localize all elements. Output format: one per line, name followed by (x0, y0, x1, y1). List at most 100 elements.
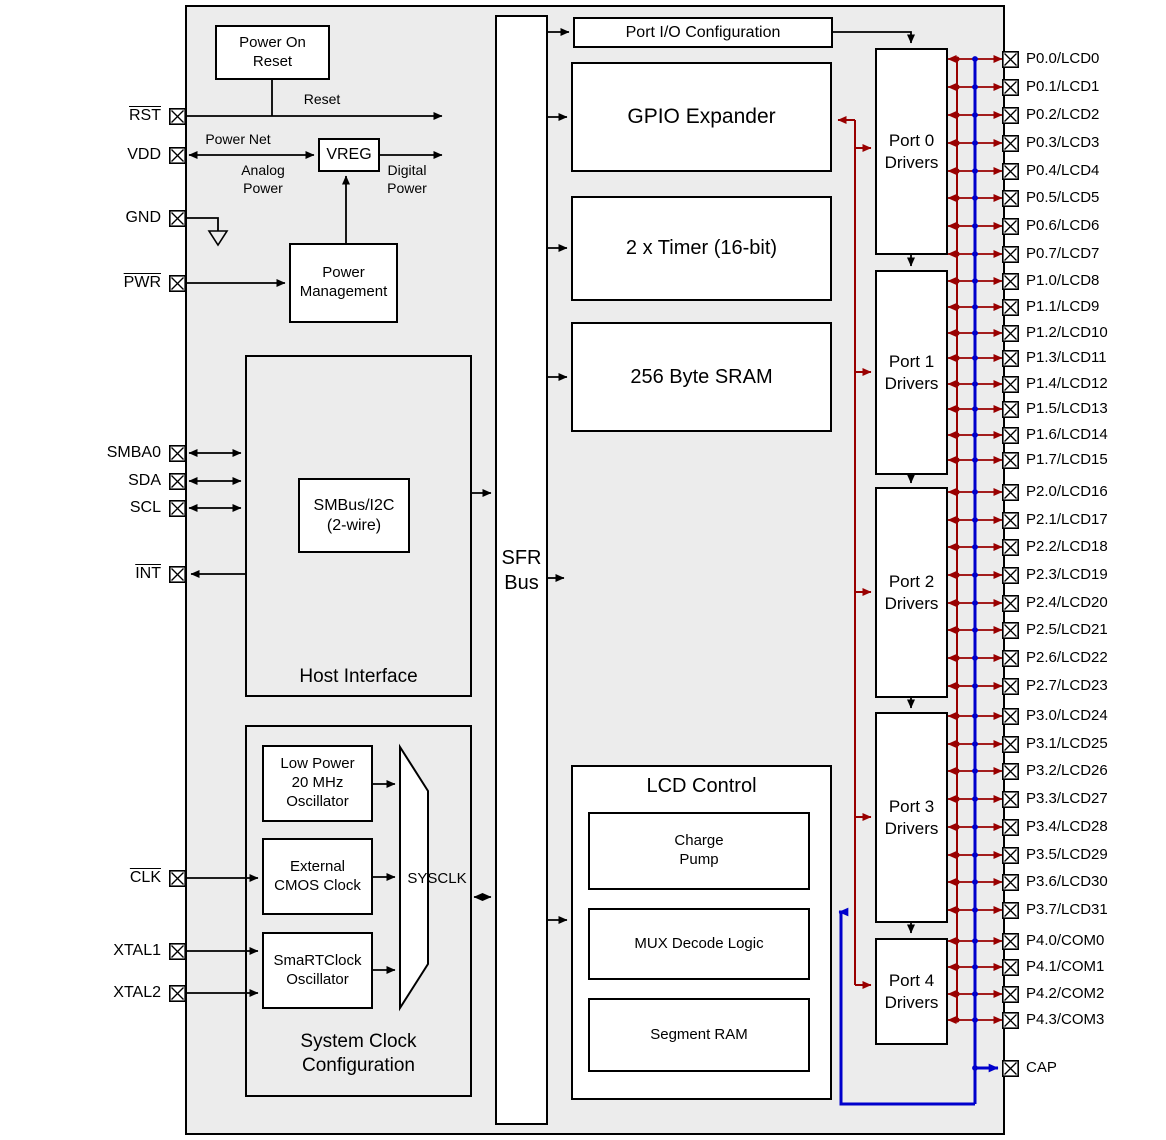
right-pin-label-p2-6-lcd22: P2.6/LCD22 (1026, 649, 1108, 666)
left-pin-label-xtal2: XTAL2 (113, 984, 161, 1001)
left-pin-label-clk: CLK (129, 869, 161, 886)
right-pin-label-p2-5-lcd21: P2.5/LCD21 (1026, 621, 1108, 638)
pin-terminal-xtal1 (169, 942, 186, 960)
left-pin-label-vdd: VDD (127, 146, 161, 163)
charge-pump-block: Charge Pump (588, 812, 810, 890)
pin-terminal-rst (169, 107, 186, 125)
right-pin-label-p0-4-lcd4: P0.4/LCD4 (1026, 162, 1100, 179)
right-pin-label-p1-6-lcd14: P1.6/LCD14 (1026, 426, 1108, 443)
pin-terminal-smba0 (169, 444, 186, 462)
right-pin-label-p0-1-lcd1: P0.1/LCD1 (1026, 78, 1100, 95)
reset-wire-label: Reset (303, 91, 341, 107)
lcd-control-label: LCD Control (646, 775, 757, 797)
right-pin-label-p1-5-lcd13: P1.5/LCD13 (1026, 400, 1108, 417)
left-pin-label-int: INT (135, 565, 161, 582)
pin-terminal-p2-4-lcd20 (1002, 594, 1019, 612)
vreg-block: VREG (318, 138, 380, 172)
left-pin-label-scl: SCL (129, 499, 161, 516)
right-pin-label-p1-2-lcd10: P1.2/LCD10 (1026, 324, 1108, 341)
right-pin-label-p4-1-com1: P4.1/COM1 (1026, 958, 1105, 975)
pin-terminal-p4-2-com2 (1002, 985, 1019, 1003)
pin-terminal-p1-6-lcd14 (1002, 426, 1019, 444)
external-cmos-clock-block: External CMOS Clock (262, 838, 373, 915)
right-pin-label-p3-4-lcd28: P3.4/LCD28 (1026, 818, 1108, 835)
port2-drivers-block: Port 2 Drivers (875, 487, 948, 698)
left-pin-label-gnd: GND (125, 209, 161, 226)
host-interface-block (245, 355, 472, 697)
pin-terminal-clk (169, 869, 186, 887)
right-pin-label-p3-7-lcd31: P3.7/LCD31 (1026, 901, 1108, 918)
power-management-block: Power Management (289, 243, 398, 323)
power-management-label: Power Management (299, 264, 388, 300)
right-pin-label-p3-1-lcd25: P3.1/LCD25 (1026, 735, 1108, 752)
digital-power-label: Digital Power (387, 162, 427, 196)
timer-block: 2 x Timer (16-bit) (571, 196, 832, 301)
host-interface-label: Host Interface (299, 666, 418, 687)
pin-terminal-p0-4-lcd4 (1002, 162, 1019, 180)
right-pin-label-p1-0-lcd8: P1.0/LCD8 (1026, 272, 1100, 289)
smartclock-osc-label: SmaRTClock Oscillator (273, 951, 362, 988)
charge-pump-label: Charge Pump (674, 832, 724, 868)
smbus-block: SMBus/I2C (2-wire) (298, 478, 410, 553)
external-cmos-clock-label: External CMOS Clock (274, 857, 361, 894)
right-pin-label-p3-5-lcd29: P3.5/LCD29 (1026, 846, 1108, 863)
pin-terminal-p1-5-lcd13 (1002, 400, 1019, 418)
right-pin-label-p4-3-com3: P4.3/COM3 (1026, 1011, 1105, 1028)
pin-terminal-p2-0-lcd16 (1002, 483, 1019, 501)
port-io-config-block: Port I/O Configuration (573, 17, 833, 48)
left-pin-label-smba0: SMBA0 (106, 444, 161, 461)
power-net-label: Power Net (205, 131, 271, 147)
pin-terminal-p4-1-com1 (1002, 958, 1019, 976)
pin-terminal-p2-5-lcd21 (1002, 621, 1019, 639)
power-on-reset-label: Power On Reset (239, 33, 306, 70)
right-pin-label-p0-7-lcd7: P0.7/LCD7 (1026, 245, 1100, 262)
analog-power-label: Analog Power (241, 162, 285, 196)
port4-drivers-block: Port 4 Drivers (875, 938, 948, 1045)
pin-terminal-p0-0-lcd0 (1002, 50, 1019, 68)
segment-ram-block: Segment RAM (588, 998, 810, 1072)
pin-terminal-p3-3-lcd27 (1002, 790, 1019, 808)
pin-terminal-pwr (169, 274, 186, 292)
pin-terminal-cap (1002, 1059, 1019, 1077)
pin-terminal-p3-6-lcd30 (1002, 873, 1019, 891)
right-pin-label-p2-4-lcd20: P2.4/LCD20 (1026, 594, 1108, 611)
pin-terminal-p3-7-lcd31 (1002, 901, 1019, 919)
right-pin-label-p3-2-lcd26: P3.2/LCD26 (1026, 762, 1108, 779)
system-clock-block (245, 725, 472, 1097)
gpio-expander-block: GPIO Expander (571, 62, 832, 172)
right-pin-label-cap: CAP (1026, 1059, 1057, 1076)
right-pin-label-p4-0-com0: P4.0/COM0 (1026, 932, 1105, 949)
pin-terminal-p4-3-com3 (1002, 1011, 1019, 1029)
right-pin-label-p3-3-lcd27: P3.3/LCD27 (1026, 790, 1108, 807)
pin-terminal-p1-3-lcd11 (1002, 349, 1019, 367)
right-pin-label-p2-1-lcd17: P2.1/LCD17 (1026, 511, 1108, 528)
pin-terminal-p0-5-lcd5 (1002, 189, 1019, 207)
pin-terminal-p3-0-lcd24 (1002, 707, 1019, 725)
pin-terminal-p4-0-com0 (1002, 932, 1019, 950)
low-power-osc-block: Low Power 20 MHz Oscillator (262, 745, 373, 822)
pin-terminal-sda (169, 472, 186, 490)
pin-terminal-xtal2 (169, 984, 186, 1002)
pin-terminal-p0-2-lcd2 (1002, 106, 1019, 124)
port1-drivers-block: Port 1 Drivers (875, 270, 948, 475)
system-clock-label: System Clock Configuration (300, 1031, 417, 1076)
right-pin-label-p0-6-lcd6: P0.6/LCD6 (1026, 217, 1100, 234)
pin-terminal-p0-6-lcd6 (1002, 217, 1019, 235)
port0-drivers-block: Port 0 Drivers (875, 48, 948, 255)
left-pin-label-xtal1: XTAL1 (113, 942, 161, 959)
left-pin-label-rst: RST (129, 107, 161, 124)
sfr-bus-label: SFR Bus (501, 547, 542, 594)
right-pin-label-p1-1-lcd9: P1.1/LCD9 (1026, 298, 1100, 315)
pin-terminal-int (169, 565, 186, 583)
pin-terminal-p2-2-lcd18 (1002, 538, 1019, 556)
smbus-label: SMBus/I2C (2-wire) (313, 496, 395, 534)
right-pin-label-p0-3-lcd3: P0.3/LCD3 (1026, 134, 1100, 151)
right-pin-label-p2-0-lcd16: P2.0/LCD16 (1026, 483, 1108, 500)
right-pin-label-p2-7-lcd23: P2.7/LCD23 (1026, 677, 1108, 694)
right-pin-label-p0-2-lcd2: P0.2/LCD2 (1026, 106, 1100, 123)
right-pin-label-p0-5-lcd5: P0.5/LCD5 (1026, 189, 1100, 206)
pin-terminal-p0-7-lcd7 (1002, 245, 1019, 263)
sram-block: 256 Byte SRAM (571, 322, 832, 432)
power-on-reset-block: Power On Reset (215, 25, 330, 80)
